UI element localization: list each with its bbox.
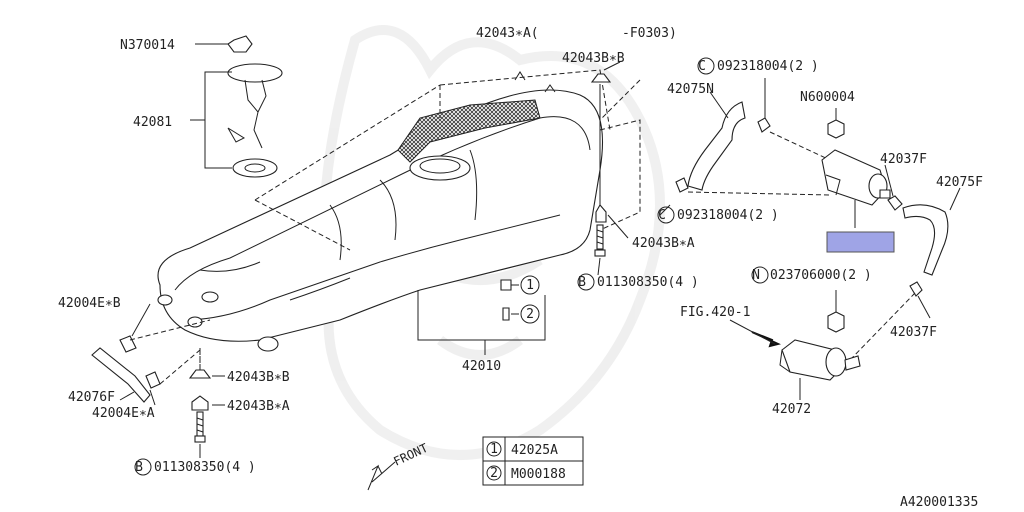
label-n023: 023706000(2 ) [770, 268, 872, 283]
label-42075f: 42075F [936, 175, 983, 190]
label-42004e-a: 42004E∗A [92, 406, 155, 421]
hose-clamp-bottom[interactable] [909, 281, 923, 297]
label-fig420: FIG.420-1 [680, 305, 750, 320]
symbol-c-mid: C [658, 208, 666, 223]
evap-hose-f[interactable] [902, 204, 949, 276]
label-42037f-top: 42037F [880, 152, 927, 167]
label-b011-bot: 011308350(4 ) [154, 460, 256, 475]
label-42043b-b-top: 42043B∗B [562, 51, 625, 66]
mount-bolt-bottom[interactable] [191, 395, 209, 443]
diagram-id: A420001335 [900, 495, 978, 510]
label-42037f-bot: 42037F [890, 325, 937, 340]
label-b011-mid: 011308350(4 ) [597, 275, 699, 290]
front-arrow [367, 461, 396, 491]
label-42043b-a-bot: 42043B∗A [227, 399, 290, 414]
callout-1: 1 [526, 278, 534, 293]
symbol-b-bot: B [135, 460, 143, 475]
label-42076f: 42076F [68, 390, 115, 405]
clip-42004e-b[interactable] [119, 335, 137, 353]
solenoid-valve[interactable] [779, 339, 861, 381]
label-42043b-a-mid: 42043B∗A [632, 236, 695, 251]
label-n370014: N370014 [120, 38, 175, 53]
legend-part-2: M000188 [511, 467, 566, 482]
evap-hose-n[interactable] [687, 101, 746, 191]
mount-bolt-mid[interactable] [594, 204, 607, 257]
grommet-nut[interactable] [827, 311, 845, 333]
legend-num-1: 1 [490, 442, 498, 457]
purge-valve[interactable] [821, 149, 891, 206]
callout-2: 2 [526, 307, 534, 322]
grommet-top[interactable] [590, 73, 612, 220]
hose-clamp-top[interactable] [887, 195, 903, 211]
label-f0303: -F0303) [622, 26, 677, 41]
drain-plug[interactable] [500, 279, 512, 321]
legend-part-1: 42025A [511, 443, 558, 458]
label-42075n: 42075N [667, 82, 714, 97]
filler-hose[interactable] [91, 347, 151, 403]
label-c092-top: 092318004(2 ) [717, 59, 819, 74]
hose-clip-mid[interactable] [675, 177, 689, 193]
label-42043b-b-bot: 42043B∗B [227, 370, 290, 385]
symbol-n: N [752, 268, 760, 283]
symbol-c-top: C [698, 59, 706, 74]
label-42010: 42010 [462, 359, 501, 374]
symbol-b-mid: B [578, 275, 586, 290]
hose-clip-top[interactable] [757, 117, 771, 133]
grommet-bottom[interactable] [188, 369, 212, 379]
label-42072: 42072 [772, 402, 811, 417]
flange-nut[interactable] [827, 119, 845, 139]
label-n600004: N600004 [800, 90, 855, 105]
label-42004e-b: 42004E∗B [58, 296, 121, 311]
label-42043a-top: 42043∗A( [476, 26, 539, 41]
insulator-pad[interactable] [397, 99, 541, 163]
label-42081: 42081 [133, 115, 172, 130]
highlighted-part-box[interactable] [826, 231, 895, 253]
legend-num-2: 2 [490, 466, 498, 481]
legend-box [482, 436, 584, 486]
clip-42004e-a[interactable] [145, 371, 161, 389]
fuel-sender-unit[interactable] [227, 35, 283, 178]
label-c092-mid: 092318004(2 ) [677, 208, 779, 223]
